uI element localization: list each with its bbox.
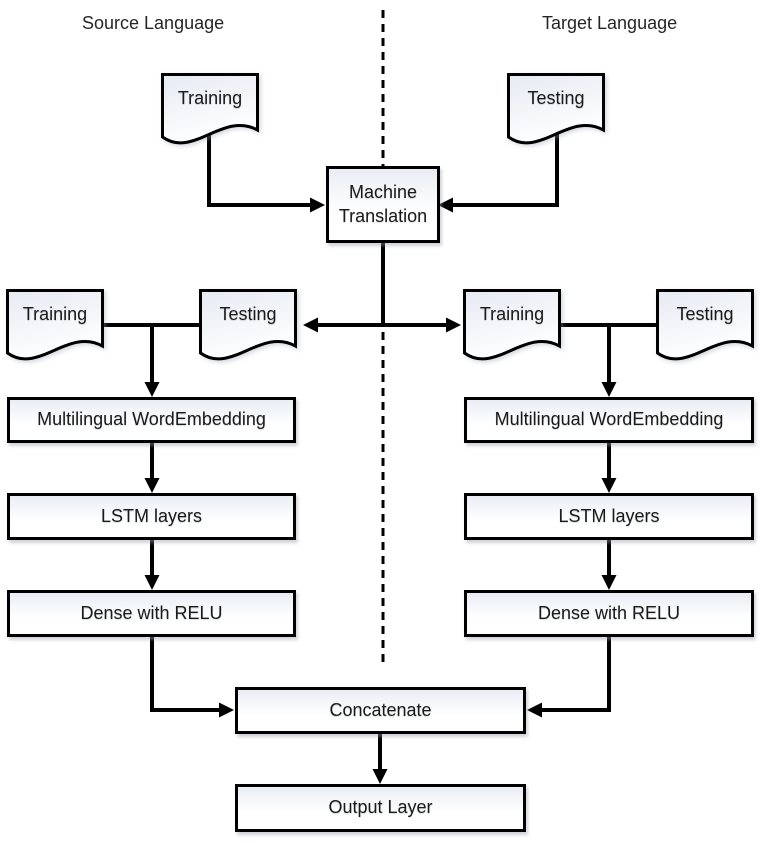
document-shape (199, 289, 297, 361)
box-word-embedding-left: Multilingual WordEmbedding (7, 397, 296, 443)
arrow-target-testing-to-mt (450, 132, 559, 207)
box-machine-translation: Machine Translation (326, 166, 440, 243)
arrow-left-dense-to-concatenate (150, 635, 222, 712)
document-shape (6, 289, 104, 361)
box-lstm-right: LSTM layers (464, 493, 754, 540)
doc-label: Training (177, 88, 243, 108)
arrow-right-dense-to-concatenate (539, 635, 611, 712)
box-dense-left: Dense with RELU (7, 590, 296, 637)
doc-training-source-top: Training (161, 73, 259, 151)
document-shape (507, 73, 605, 145)
box-output-layer: Output Layer (235, 784, 526, 832)
box-lstm-left: LSTM layers (7, 493, 296, 540)
arrow-source-training-to-mt (207, 132, 313, 207)
doc-testing-right: Testing (656, 289, 754, 367)
doc-label: Testing (676, 304, 734, 324)
doc-label: Testing (527, 88, 585, 108)
box-dense-right: Dense with RELU (464, 590, 754, 637)
doc-testing-target-top: Testing (507, 73, 605, 151)
target-language-label: Target Language (542, 13, 678, 33)
doc-label: Testing (219, 304, 277, 324)
box-concatenate: Concatenate (235, 687, 526, 734)
doc-training-left: Training (6, 289, 104, 367)
doc-label: Training (22, 304, 88, 324)
source-language-label: Source Language (82, 13, 225, 33)
document-shape (463, 289, 561, 361)
doc-testing-left: Testing (199, 289, 297, 367)
box-word-embedding-right: Multilingual WordEmbedding (464, 397, 754, 443)
doc-label: Training (479, 304, 545, 324)
arrowheads (144, 197, 617, 784)
document-shape (656, 289, 754, 361)
document-shape (161, 73, 259, 145)
doc-training-right: Training (463, 289, 561, 367)
